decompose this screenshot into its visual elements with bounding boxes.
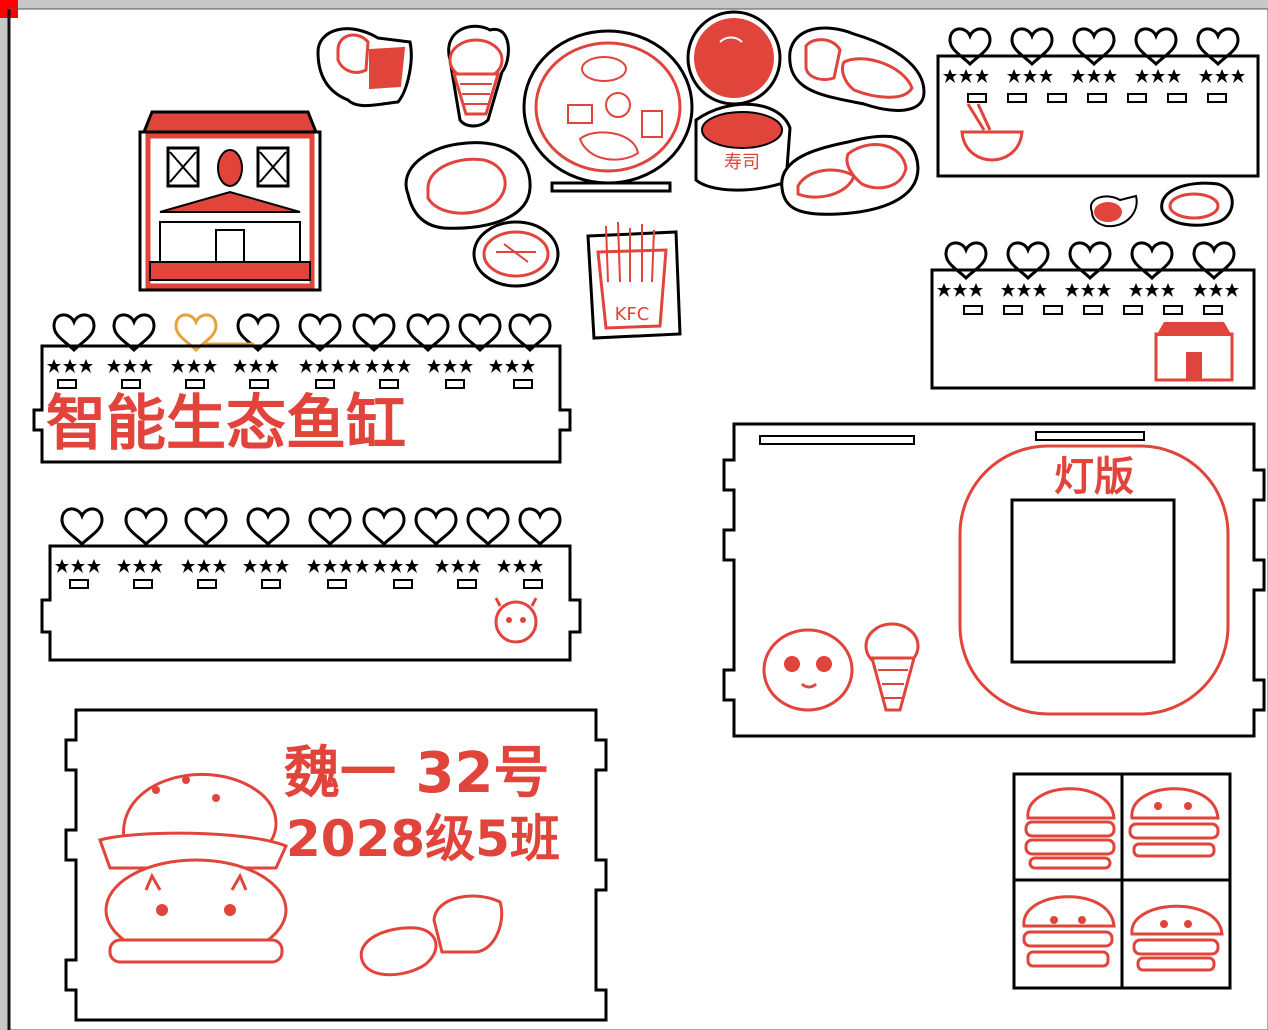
burger-icon[interactable] xyxy=(1130,904,1224,972)
burger-icon[interactable] xyxy=(1128,787,1220,858)
lamp-panel[interactable]: 灯版 xyxy=(722,422,1266,738)
cookie-icon[interactable] xyxy=(1089,194,1138,228)
building-icon[interactable] xyxy=(138,110,322,292)
name-line1: 魏一 32号 xyxy=(284,741,549,806)
noodle-panel[interactable] xyxy=(936,27,1260,178)
ice-cream-icon xyxy=(864,622,920,712)
bread-icon xyxy=(359,894,504,977)
decor-panel[interactable] xyxy=(40,507,582,662)
burger-icon[interactable] xyxy=(1024,787,1116,870)
fries-label: KFC xyxy=(615,304,650,325)
orange-icon[interactable] xyxy=(686,10,782,106)
bread-icon-2[interactable] xyxy=(780,134,920,216)
pie-icon[interactable] xyxy=(472,220,560,288)
kids-character-icon xyxy=(762,628,854,712)
chicken-icon[interactable] xyxy=(404,141,532,230)
title-panel[interactable]: 智能生态鱼缸 xyxy=(32,313,572,464)
name-line2: 2028级5班 xyxy=(286,810,560,868)
noodle-bowl-icon xyxy=(960,103,1024,162)
bread-icon[interactable] xyxy=(788,26,926,112)
shop-icon xyxy=(1154,322,1234,382)
sushi-label: 寿司 xyxy=(724,152,760,173)
title-text: 智能生态鱼缸 xyxy=(46,389,406,459)
burger-icon[interactable] xyxy=(1022,895,1116,968)
lamp-window[interactable] xyxy=(1010,498,1176,664)
shop-panel[interactable] xyxy=(930,241,1256,390)
name-panel[interactable]: 魏一 32号 2028级5班 xyxy=(64,708,608,1022)
ice-cream-icon[interactable] xyxy=(447,24,510,128)
sushi-icon[interactable]: 寿司 xyxy=(694,102,792,192)
kids-character-icon xyxy=(494,597,538,644)
burger-grid[interactable] xyxy=(1012,772,1232,990)
roll-icon[interactable] xyxy=(1160,181,1234,227)
cupcake-icon[interactable] xyxy=(316,27,413,108)
fries-icon[interactable]: KFC xyxy=(586,221,682,340)
lamp-frame xyxy=(958,444,1230,716)
burger-icon xyxy=(98,773,289,964)
plate-icon[interactable] xyxy=(522,29,694,193)
lamp-label: 灯版 xyxy=(1054,454,1134,500)
